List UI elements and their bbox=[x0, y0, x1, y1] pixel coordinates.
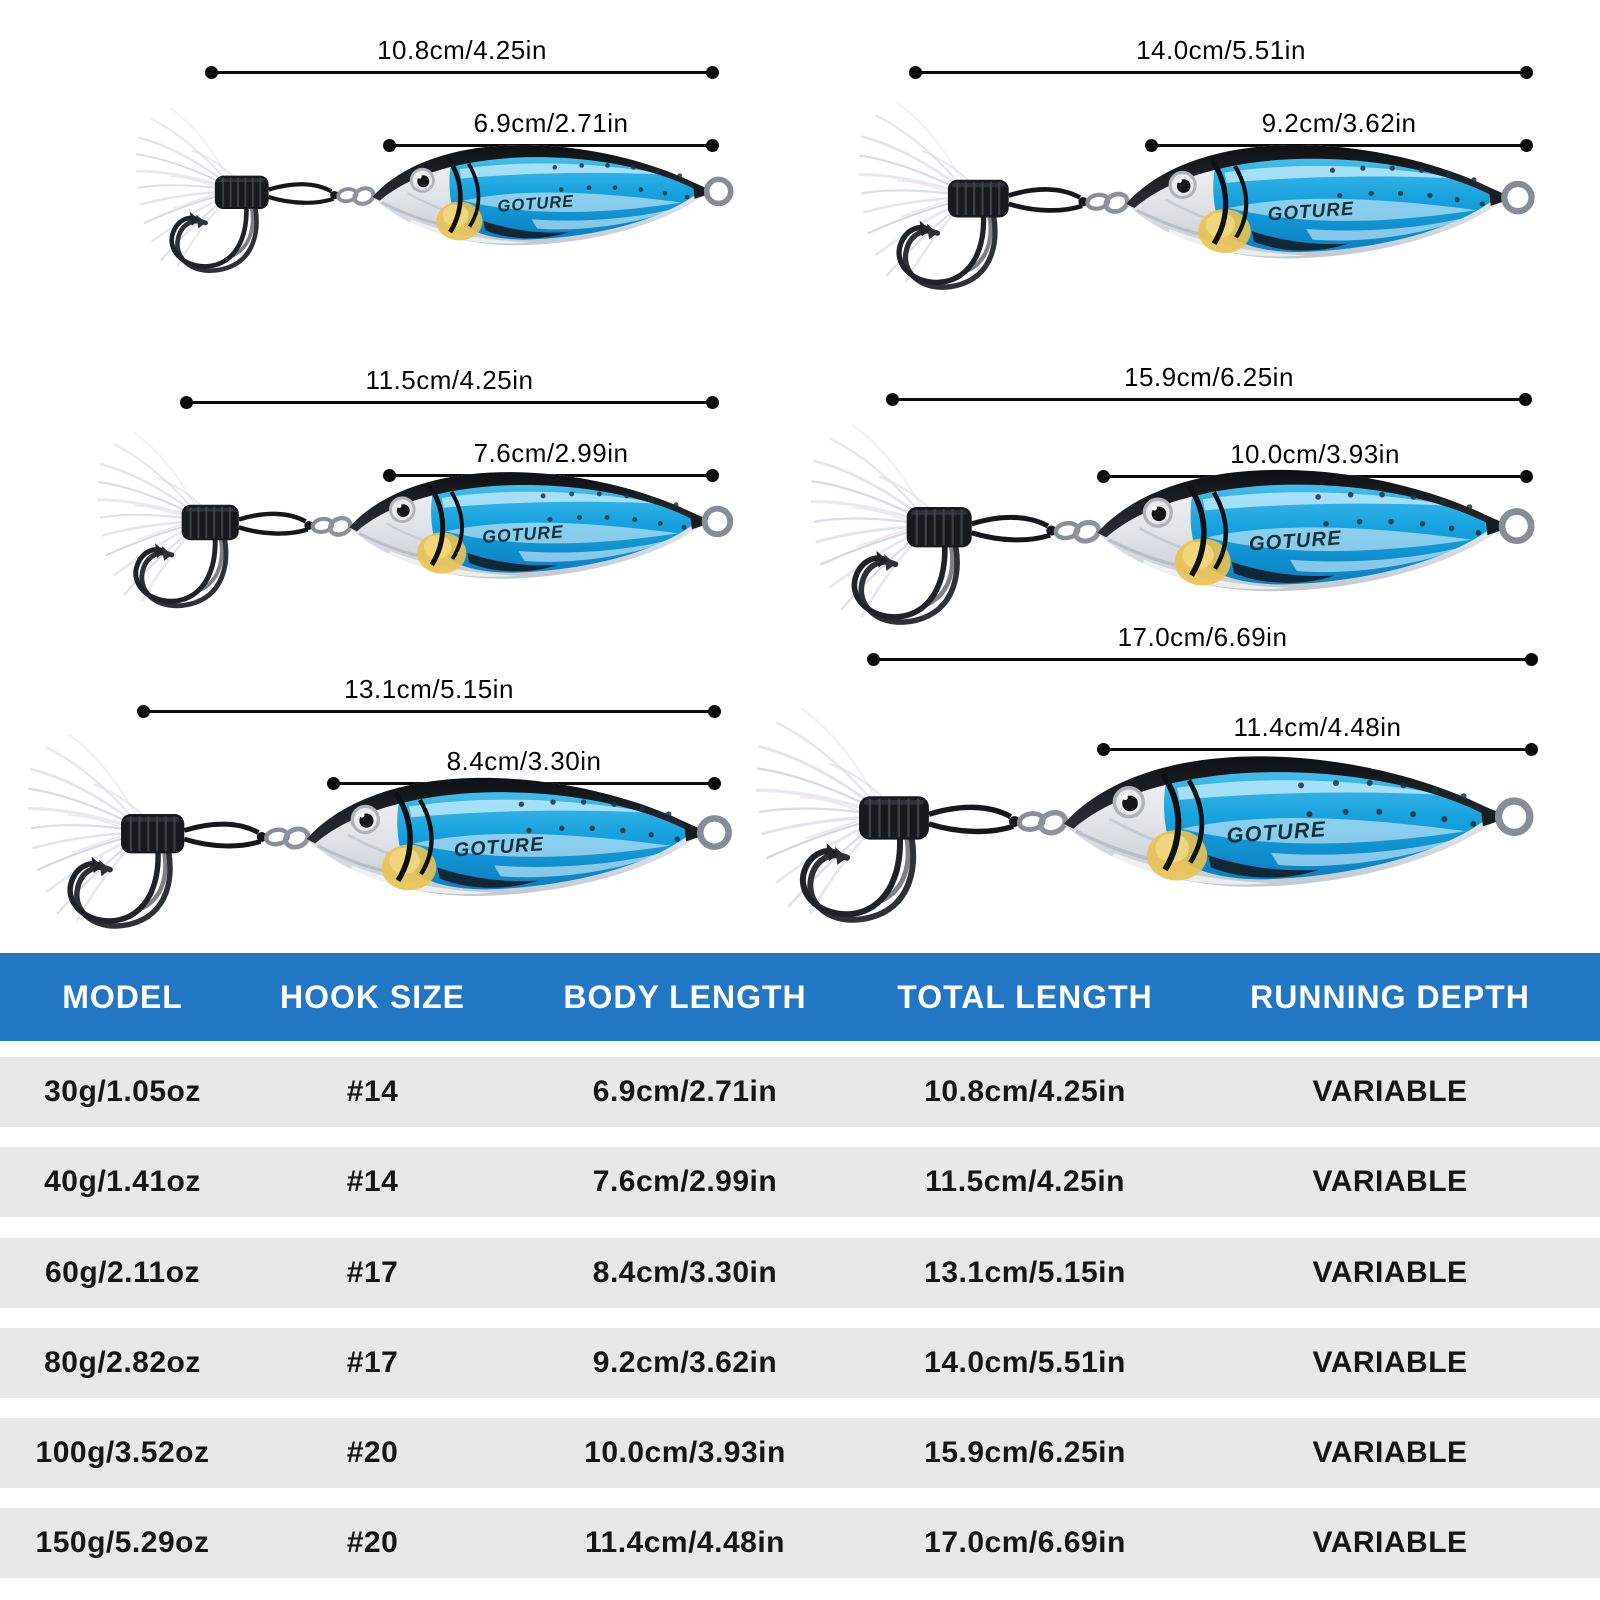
lure-image: GOTURE bbox=[95, 407, 745, 634]
column-header-total-length: TOTAL LENGTH bbox=[897, 978, 1153, 1015]
cell-running-depth: VARIABLE bbox=[1312, 1165, 1468, 1198]
cell-hook-size: #17 bbox=[346, 1346, 399, 1379]
lure-image: GOTURE bbox=[25, 706, 745, 957]
cell-hook-size: #14 bbox=[346, 1165, 399, 1198]
total-length-dimension: 11.5cm/4.25in bbox=[180, 365, 719, 409]
lure-image: GOTURE bbox=[753, 677, 1548, 954]
dimension-line bbox=[886, 393, 1532, 406]
cell-running-depth: VARIABLE bbox=[1312, 1256, 1468, 1289]
column-header-body-length: BODY LENGTH bbox=[563, 978, 807, 1015]
table-row: 40g/1.41oz #14 7.6cm/2.99in 11.5cm/4.25i… bbox=[0, 1147, 1600, 1217]
table-row: 100g/3.52oz #20 10.0cm/3.93in 15.9cm/6.2… bbox=[0, 1418, 1600, 1488]
dimension-label: 11.5cm/4.25in bbox=[365, 365, 534, 395]
cell-model: 40g/1.41oz bbox=[44, 1165, 201, 1198]
total-length-dimension: 13.1cm/5.15in bbox=[137, 674, 721, 718]
dimension-label: 10.0cm/3.93in bbox=[1230, 439, 1400, 469]
dimension-line bbox=[867, 653, 1538, 666]
table-row: 150g/5.29oz #20 11.4cm/4.48in 17.0cm/6.6… bbox=[0, 1508, 1600, 1578]
cell-running-depth: VARIABLE bbox=[1312, 1346, 1468, 1379]
body-length-dimension: 9.2cm/3.62in bbox=[1145, 108, 1533, 152]
cell-total-length: 14.0cm/5.51in bbox=[924, 1346, 1126, 1379]
cell-model: 60g/2.11oz bbox=[44, 1256, 201, 1289]
body-length-dimension: 11.4cm/4.48in bbox=[1097, 712, 1538, 756]
lure-image: GOTURE bbox=[808, 396, 1548, 654]
cell-body-length: 7.6cm/2.99in bbox=[592, 1165, 778, 1198]
dimension-line bbox=[1097, 743, 1538, 756]
total-length-dimension: 10.8cm/4.25in bbox=[205, 35, 719, 79]
cell-model: 30g/1.05oz bbox=[44, 1075, 201, 1108]
cell-hook-size: #17 bbox=[346, 1256, 399, 1289]
dimension-label: 9.2cm/3.62in bbox=[1261, 108, 1417, 138]
lure-image: GOTURE bbox=[133, 84, 745, 297]
dimension-line bbox=[180, 396, 719, 409]
cell-running-depth: VARIABLE bbox=[1312, 1436, 1468, 1469]
table-row: 60g/2.11oz #17 8.4cm/3.30in 13.1cm/5.15i… bbox=[0, 1238, 1600, 1308]
column-header-model: MODEL bbox=[62, 978, 183, 1015]
body-length-dimension: 6.9cm/2.71in bbox=[383, 108, 719, 152]
column-header-running-depth: RUNNING DEPTH bbox=[1250, 978, 1530, 1015]
dimension-label: 14.0cm/5.51in bbox=[1136, 35, 1306, 65]
cell-total-length: 11.5cm/4.25in bbox=[925, 1165, 1125, 1198]
dimension-label: 15.9cm/6.25in bbox=[1124, 362, 1294, 392]
dimension-line bbox=[205, 66, 719, 79]
table-row: 80g/2.82oz #17 9.2cm/3.62in 14.0cm/5.51i… bbox=[0, 1328, 1600, 1398]
dimension-label: 7.6cm/2.99in bbox=[473, 438, 629, 468]
cell-model: 100g/3.52oz bbox=[35, 1436, 210, 1469]
cell-body-length: 10.0cm/3.93in bbox=[584, 1436, 786, 1469]
cell-total-length: 17.0cm/6.69in bbox=[924, 1526, 1126, 1559]
dimension-line bbox=[909, 66, 1533, 79]
dimension-label: 11.4cm/4.48in bbox=[1233, 712, 1402, 742]
cell-body-length: 11.4cm/4.48in bbox=[585, 1526, 785, 1559]
dimension-line bbox=[137, 705, 721, 718]
dimension-label: 13.1cm/5.15in bbox=[344, 674, 514, 704]
dimension-label: 6.9cm/2.71in bbox=[473, 108, 629, 138]
dimension-label: 17.0cm/6.69in bbox=[1117, 622, 1288, 652]
cell-total-length: 10.8cm/4.25in bbox=[924, 1075, 1126, 1108]
dimension-label: 8.4cm/3.30in bbox=[446, 746, 602, 776]
cell-total-length: 13.1cm/5.15in bbox=[924, 1256, 1126, 1289]
cell-model: 150g/5.29oz bbox=[35, 1526, 210, 1559]
total-length-dimension: 15.9cm/6.25in bbox=[886, 362, 1532, 406]
cell-running-depth: VARIABLE bbox=[1312, 1526, 1468, 1559]
lure-image: GOTURE bbox=[855, 76, 1548, 317]
dimension-label: 10.8cm/4.25in bbox=[377, 35, 547, 65]
column-header-hook-size: HOOK SIZE bbox=[279, 978, 465, 1015]
cell-body-length: 9.2cm/3.62in bbox=[592, 1346, 778, 1379]
spec-table-header: MODEL HOOK SIZE BODY LENGTH TOTAL LENGTH… bbox=[0, 953, 1600, 1041]
cell-hook-size: #20 bbox=[346, 1436, 399, 1469]
cell-body-length: 6.9cm/2.71in bbox=[592, 1075, 778, 1108]
dimension-line bbox=[383, 139, 719, 152]
table-row: 30g/1.05oz #14 6.9cm/2.71in 10.8cm/4.25i… bbox=[0, 1057, 1600, 1127]
cell-hook-size: #20 bbox=[346, 1526, 399, 1559]
total-length-dimension: 14.0cm/5.51in bbox=[909, 35, 1533, 79]
cell-total-length: 15.9cm/6.25in bbox=[924, 1436, 1126, 1469]
dimension-line bbox=[1145, 139, 1533, 152]
cell-running-depth: VARIABLE bbox=[1312, 1075, 1468, 1108]
cell-hook-size: #14 bbox=[346, 1075, 399, 1108]
cell-model: 80g/2.82oz bbox=[44, 1346, 201, 1379]
cell-body-length: 8.4cm/3.30in bbox=[592, 1256, 778, 1289]
total-length-dimension: 17.0cm/6.69in bbox=[867, 622, 1538, 666]
